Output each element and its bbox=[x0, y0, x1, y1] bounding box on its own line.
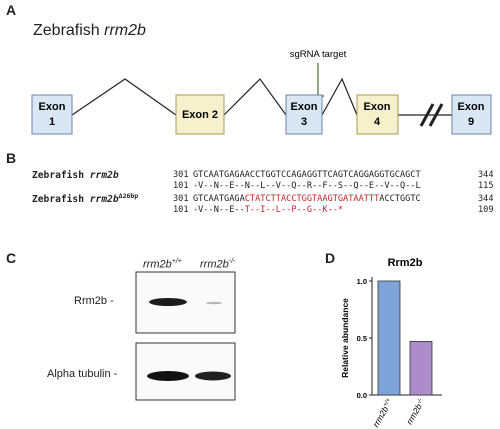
break-mark-2 bbox=[428, 103, 444, 127]
wt-label-gene: rrm2b bbox=[89, 170, 119, 181]
panel-letter-d: D bbox=[325, 250, 336, 266]
intron-3-4 bbox=[321, 77, 358, 116]
exon-9-box bbox=[451, 94, 492, 135]
mut-dna-end: 344 bbox=[478, 194, 494, 204]
mut-label-prefix: Zebrafish bbox=[32, 194, 90, 206]
mut-aa-seq-black: -V--N--E-- bbox=[193, 205, 245, 215]
exon-1-label-line1: Exon bbox=[39, 101, 66, 113]
exon-4-label-line1: Exon bbox=[364, 101, 391, 113]
lane1-gene: rrm2b bbox=[143, 258, 172, 271]
band-rrm2b-ko bbox=[206, 301, 222, 305]
exon-3-label-line1: Exon bbox=[291, 101, 318, 113]
exon-4-box bbox=[356, 94, 399, 135]
y-tick-label: 0.0 bbox=[357, 391, 367, 400]
panel-letter-a: A bbox=[6, 2, 17, 18]
band-tubulin-wt bbox=[147, 371, 189, 381]
gene-title-name: rrm2b bbox=[104, 22, 146, 39]
intron-1-2 bbox=[71, 78, 177, 116]
wt-dna-end: 344 bbox=[478, 170, 494, 180]
wt-label-prefix: Zebrafish bbox=[32, 170, 90, 181]
panel-letter-c: C bbox=[6, 250, 17, 266]
lane2-gene: rrm2b bbox=[200, 258, 229, 271]
band-tubulin-ko bbox=[195, 371, 231, 381]
lane-label-ko: rrm2b-/- bbox=[200, 258, 235, 271]
chart-title: Rrm2b bbox=[388, 257, 423, 269]
x-tick-label-sup: +/+ bbox=[383, 397, 393, 408]
wt-aa-sequence: -V--N--E--N--L--V--Q--R--F--S--Q--E--V--… bbox=[193, 181, 421, 191]
exon-3-box bbox=[285, 94, 323, 135]
bar-1 bbox=[377, 280, 401, 396]
exon-2-label: Exon 2 bbox=[182, 109, 218, 121]
mut-aa-seq-red: T--I--L--P--G--K--* bbox=[244, 205, 344, 215]
x-tick-label-2: rrm2b-/- bbox=[404, 397, 427, 426]
mut-dna-seq-tail: ACCTGGTC bbox=[379, 194, 421, 204]
y-axis-label: Relative abundance bbox=[340, 298, 350, 378]
wt-dna-start: 301 bbox=[173, 170, 189, 180]
y-tick-label: 0.5 bbox=[357, 334, 367, 343]
exon-1-box bbox=[31, 94, 73, 135]
blot-label-rrm2b: Rrm2b - bbox=[74, 295, 114, 307]
bar-2 bbox=[409, 341, 433, 396]
exon-4-label-line2: 4 bbox=[374, 116, 381, 128]
mut-dna-seq-red: CTATCTTACCTGGTAAGTGATAATTT bbox=[244, 194, 380, 204]
mut-dna-start: 301 bbox=[173, 194, 189, 204]
x-tick-label-sup: -/- bbox=[416, 398, 424, 406]
lane1-sup: +/+ bbox=[171, 258, 182, 265]
gene-title-prefix: Zebrafish bbox=[33, 22, 105, 39]
panel-letter-b: B bbox=[6, 150, 17, 166]
mutant-sequence-label: Zebrafish rrm2bΔ26bp bbox=[32, 192, 138, 205]
exon-9-label-line1: Exon bbox=[458, 101, 485, 113]
wt-aa-end: 115 bbox=[478, 181, 494, 191]
lane2-sup: -/- bbox=[228, 258, 236, 265]
band-rrm2b-wt bbox=[149, 298, 187, 306]
lane-label-wt: rrm2b+/+ bbox=[143, 258, 182, 271]
sgrna-label: sgRNA target bbox=[290, 49, 347, 60]
wt-dna-sequence: GTCAATGAGAACCTGGTCCAGAGGTTCAGTCAGGAGGTGC… bbox=[193, 170, 421, 180]
mut-dna-seq-black: GTCAATGAGA bbox=[193, 194, 245, 204]
gene-title: Zebrafish rrm2b bbox=[33, 22, 146, 40]
wt-aa-start: 101 bbox=[173, 181, 189, 191]
y-tick-label: 1.0 bbox=[357, 277, 367, 286]
x-tick-label-1: rrm2b+/+ bbox=[371, 397, 395, 429]
exon-9-label-line2: 9 bbox=[468, 116, 474, 128]
exon-2-box bbox=[175, 94, 225, 135]
mut-dna-sequence: GTCAATGAGACTATCTTACCTGGTAAGTGATAATTTACCT… bbox=[193, 194, 421, 205]
wt-sequence-label: Zebrafish rrm2b bbox=[32, 170, 119, 181]
mut-aa-sequence: -V--N--E--T--I--L--P--G--K--* bbox=[193, 205, 343, 216]
mut-label-sup: Δ26bp bbox=[118, 192, 139, 200]
break-mark-1 bbox=[419, 103, 435, 127]
mut-aa-start: 101 bbox=[173, 205, 189, 215]
exon-3-label-line2: 3 bbox=[301, 116, 307, 128]
blot-box-tubulin bbox=[135, 342, 236, 401]
intron-2-3 bbox=[223, 78, 287, 116]
blot-label-tubulin: Alpha tubulin - bbox=[47, 368, 118, 380]
exon-1-label-line2: 1 bbox=[49, 116, 55, 128]
mut-aa-end: 109 bbox=[478, 205, 494, 215]
mut-label-gene: rrm2b bbox=[89, 194, 119, 206]
